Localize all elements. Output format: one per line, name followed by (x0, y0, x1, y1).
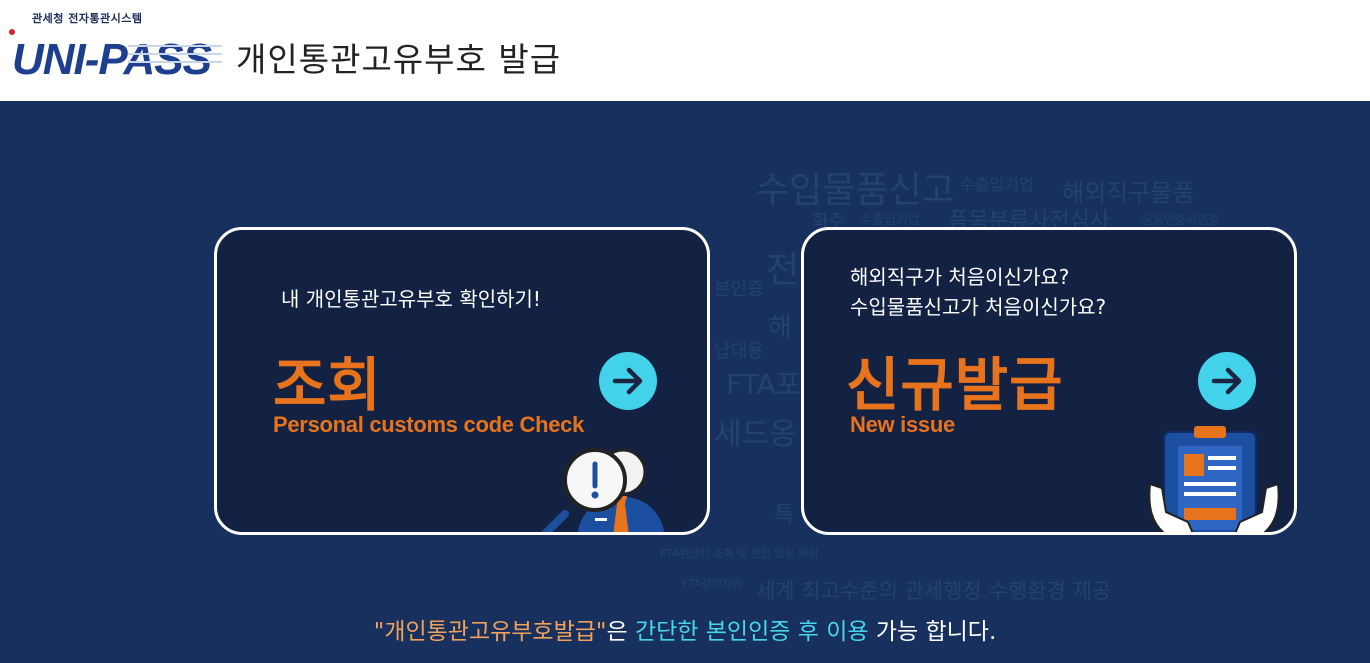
bg-word: 수출입기업 (860, 213, 920, 228)
bg-word: 특 (774, 503, 795, 528)
magnifier-person-icon (541, 448, 665, 532)
unipass-logo[interactable]: 관세청 전자통관시스템 UNI-PASS (8, 8, 224, 82)
lookup-title: 조회 (273, 351, 382, 419)
issue-title: 신규발급 (846, 351, 1064, 419)
bg-word: 해외직구물품 (1062, 179, 1195, 207)
issue-arrow-button[interactable] (1198, 352, 1256, 410)
bg-word: 본인증 (714, 279, 764, 300)
footer-text-end: 가능 합니다. (868, 619, 997, 645)
bg-word: FTA원산지 조회 및 관련 업무 처리 (660, 547, 819, 560)
clipboard-document-icon (1148, 426, 1280, 532)
page-title: 개인통관고유부호 발급 (236, 40, 562, 79)
footer-highlight: 간단한 본인인증 후 이용 (634, 619, 869, 645)
logo-text: UNI-PASS (12, 35, 212, 82)
bg-word: 해 (768, 313, 792, 343)
bg-word: 세드옹 (714, 417, 797, 452)
bg-word: 공동인증서인증 (1142, 213, 1220, 227)
issue-subtitle-line1: 해외직구가 처음이신가요? (850, 265, 1070, 289)
arrow-right-icon (612, 367, 643, 395)
bg-word: FTA정책지원 (682, 577, 743, 590)
bg-word: FTA포 (726, 368, 802, 401)
lookup-english-label: Personal customs code Check (273, 412, 585, 437)
issue-subtitle-line2: 수입물품신고가 처음이신가요? (850, 295, 1107, 319)
main-area: 수입물품신고 수출입기업 해외직구물품 화주 수출입기업 품목분류사전심사 공동… (0, 101, 1370, 663)
footer-notice: "개인통관고유부호발급"은 간단한 본인인증 후 이용 가능 합니다. (0, 612, 1370, 646)
lookup-subtitle: 내 개인통관고유부호 확인하기! (281, 287, 541, 311)
footer-service-name: "개인통관고유부호발급" (373, 619, 607, 645)
bg-word: 납대용 (714, 341, 764, 362)
arrow-right-icon (1211, 367, 1242, 395)
footer-text: 은 (606, 619, 635, 645)
bg-word: 화주 (812, 211, 846, 232)
bg-word: 수출입기업 (960, 175, 1034, 194)
logo-subtitle: 관세청 전자통관시스템 (32, 12, 143, 25)
lookup-arrow-button[interactable] (599, 352, 657, 410)
bg-word: 세계 최고수준의 관세행정 수행환경 제공 (756, 579, 1112, 603)
bg-word: 수입물품신고 (756, 170, 955, 211)
lookup-card[interactable]: 내 개인통관고유부호 확인하기! 조회 Personal customs cod… (214, 227, 710, 535)
unipass-logo-mark: UNI-PASS (9, 29, 222, 82)
issue-english-label: New issue (850, 412, 955, 437)
top-header: 관세청 전자통관시스템 UNI-PASS 개인통관고유부호 발급 (0, 0, 1370, 101)
new-issue-card[interactable]: 해외직구가 처음이신가요? 수입물품신고가 처음이신가요? 신규발급 New i… (801, 227, 1297, 535)
bg-word: 전 (766, 250, 800, 291)
